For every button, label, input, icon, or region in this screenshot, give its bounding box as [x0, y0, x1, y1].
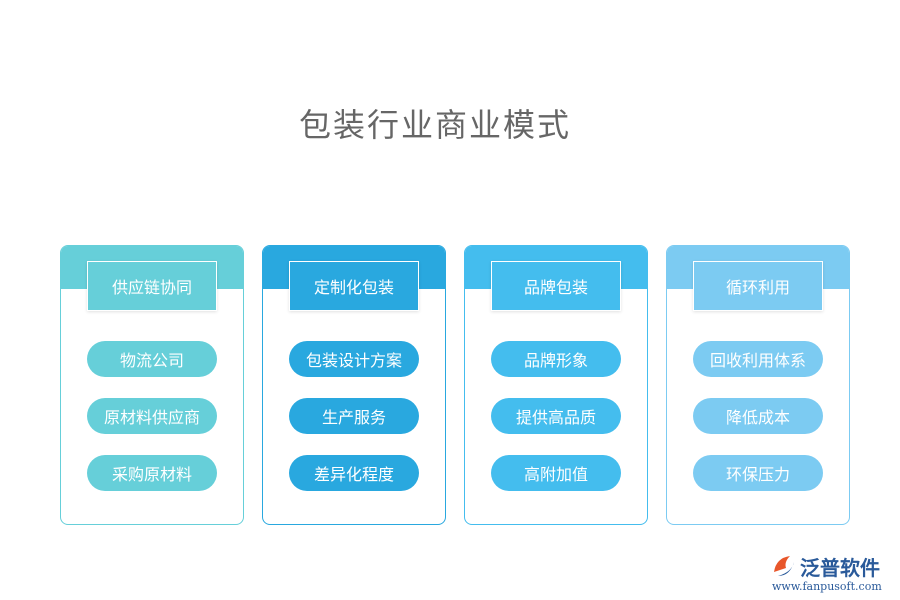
- column-brand-packaging: 品牌包装 品牌形象 提供高品质 高附加值: [464, 245, 648, 525]
- item-pill: 环保压力: [693, 455, 823, 491]
- brand-logo: 泛普软件 www.fanpusoft.com: [770, 548, 895, 596]
- column-header: 品牌包装: [491, 261, 621, 311]
- column-header: 供应链协同: [87, 261, 217, 311]
- item-pill: 降低成本: [693, 398, 823, 434]
- item-pill: 原材料供应商: [87, 398, 217, 434]
- page-title: 包装行业商业模式: [298, 106, 571, 144]
- item-pill: 采购原材料: [87, 455, 217, 491]
- item-pill: 提供高品质: [491, 398, 621, 434]
- column-supply-chain: 供应链协同 物流公司 原材料供应商 采购原材料: [60, 245, 244, 525]
- item-pill: 高附加值: [491, 455, 621, 491]
- column-header: 循环利用: [693, 261, 823, 311]
- item-pill: 物流公司: [87, 341, 217, 377]
- column-header: 定制化包装: [289, 261, 419, 311]
- logo-url: www.fanpusoft.com: [772, 580, 882, 593]
- item-pill: 品牌形象: [491, 341, 621, 377]
- item-pill: 差异化程度: [289, 455, 419, 491]
- column-custom-packaging: 定制化包装 包装设计方案 生产服务 差异化程度: [262, 245, 446, 525]
- column-recycling: 循环利用 回收利用体系 降低成本 环保压力: [666, 245, 850, 525]
- item-pill: 回收利用体系: [693, 341, 823, 377]
- item-pill: 包装设计方案: [289, 341, 419, 377]
- logo-name: 泛普软件: [800, 556, 880, 580]
- fanpu-logo-icon: [774, 556, 794, 576]
- item-pill: 生产服务: [289, 398, 419, 434]
